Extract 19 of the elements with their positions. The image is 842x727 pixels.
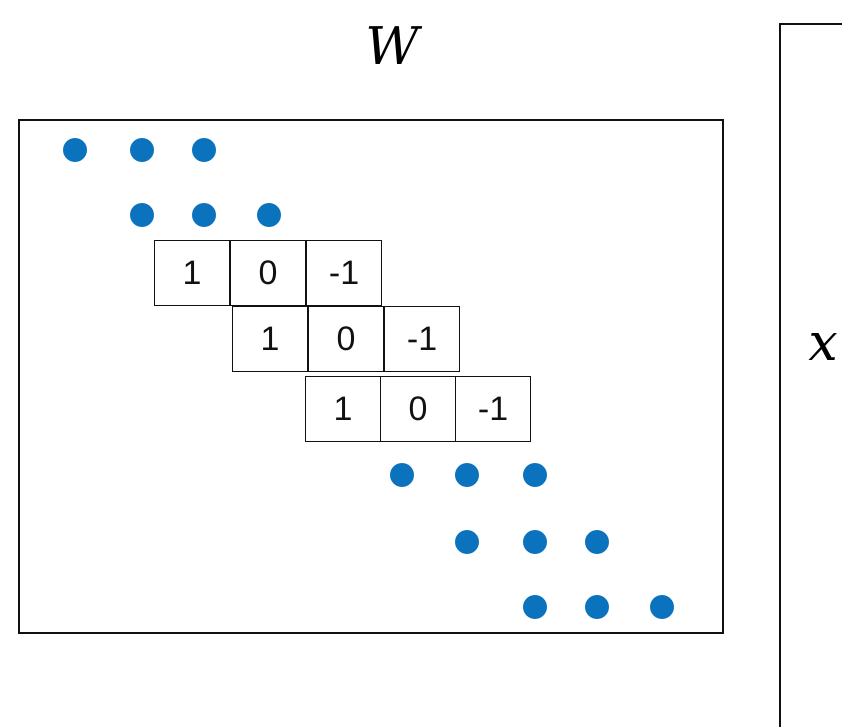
cell-value: -1 [406,322,438,356]
matrix-cell [455,376,531,442]
vector-label: x [808,317,838,369]
cell-value: 1 [334,392,352,426]
matrix-cell [305,376,381,442]
matrix-cell [384,306,460,372]
cell-value: 0 [408,392,428,426]
matrix-cell [308,306,384,372]
cell-value: -1 [328,256,360,290]
cell-value: 0 [258,256,278,290]
cell-value: 1 [260,322,280,356]
matrix-cell [306,240,382,306]
cell-value: -1 [478,392,508,426]
matrix-cell [154,240,230,306]
matrix-cell [230,240,306,306]
cell-value: 1 [182,256,202,290]
matrix-cell [380,376,456,442]
matrix-cell [232,306,308,372]
cell-value: 0 [336,322,356,356]
